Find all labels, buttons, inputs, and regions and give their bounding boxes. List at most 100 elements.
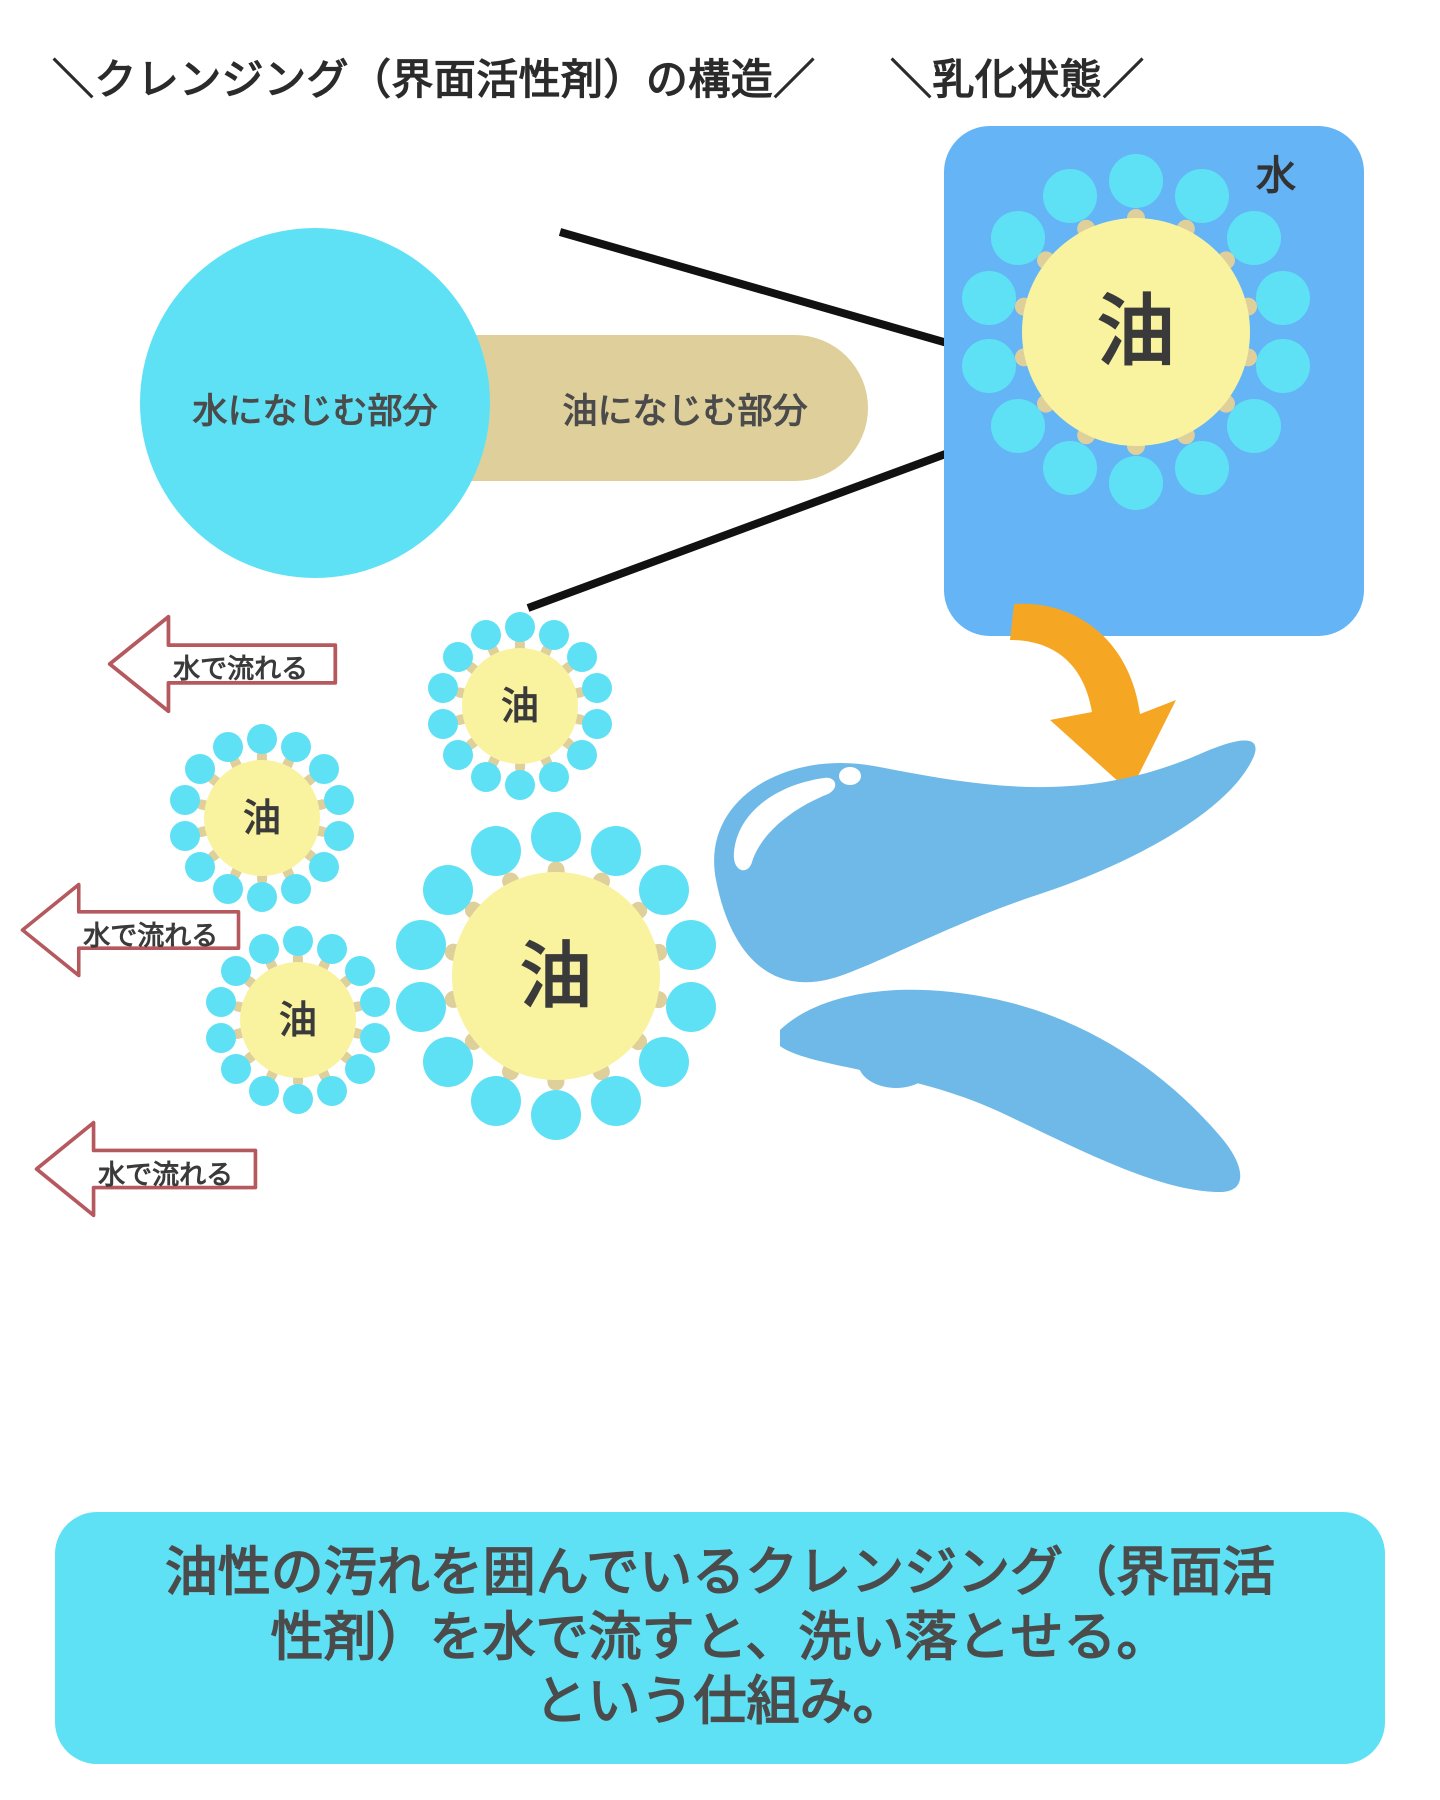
- heading-emulsion-state: ＼乳化状態／: [890, 55, 1145, 104]
- micelle-head: [1227, 210, 1282, 265]
- hydrophilic-head-shape: [140, 228, 490, 578]
- micelle-head: [566, 641, 597, 672]
- micelle-head: [566, 740, 597, 771]
- micelle-head: [308, 852, 339, 883]
- flow-arrow-3: 水で流れる: [32, 1118, 260, 1220]
- flow-arrow-2: 水で流れる: [18, 880, 243, 980]
- micelle-head: [283, 925, 313, 956]
- micelle-head: [324, 785, 355, 816]
- heading-surfactant-structure: ＼クレンジング（界面活性剤）の構造／: [52, 55, 816, 104]
- micelle-head: [505, 611, 535, 642]
- micelle-head: [221, 1054, 252, 1085]
- micelle-head: [1043, 168, 1098, 223]
- micelle-head: [990, 399, 1045, 454]
- micelle-head: [505, 770, 535, 801]
- micelle-head: [470, 619, 501, 650]
- micelle-head: [582, 673, 613, 704]
- flow-arrow-1: 水で流れる: [105, 612, 340, 716]
- micelle-head: [666, 920, 717, 971]
- micelle-head: [470, 762, 501, 793]
- micelle-head: [639, 1037, 690, 1088]
- micelle-oil-core: 油: [1022, 218, 1250, 446]
- water-label: 水: [1256, 153, 1296, 199]
- micelle-head: [1109, 153, 1163, 208]
- micelle-head: [185, 852, 216, 883]
- micelle-head: [427, 708, 458, 739]
- micelle-head: [360, 987, 391, 1018]
- micelle-head: [531, 812, 581, 863]
- micelle-oil-label: 油: [278, 998, 317, 1042]
- micelle-head: [591, 826, 642, 877]
- micelle-head: [324, 820, 355, 851]
- micelle-head: [169, 820, 200, 851]
- caption-line-2: 性剤）を水で流すと、洗い落とせる。: [270, 1606, 1170, 1668]
- flow-arrow-shape: [34, 1120, 258, 1218]
- micelle-head: [443, 641, 474, 672]
- micelle-head: [1109, 456, 1163, 511]
- micelle-head: [422, 1037, 473, 1088]
- flow-arrow-label: 水で流れる: [98, 1159, 234, 1191]
- flow-arrow-shape: [20, 882, 241, 978]
- hydrophilic-label: 水になじむ部分: [192, 392, 438, 432]
- micelle-head: [1227, 399, 1282, 454]
- micelle-head: [248, 933, 279, 964]
- micelle-head: [169, 785, 200, 816]
- micelle-head: [185, 753, 216, 784]
- micelle-head: [539, 619, 570, 650]
- micelle-head: [591, 1075, 642, 1126]
- micelle-head: [1174, 441, 1229, 496]
- micelle-head: [1174, 168, 1229, 223]
- micelle-head: [395, 981, 446, 1032]
- micelle-small-top: 油: [427, 611, 613, 801]
- micelle-head: [205, 987, 236, 1018]
- micelle-oil-label: 油: [519, 934, 592, 1018]
- micelle-head: [247, 723, 277, 754]
- micelle-head: [422, 864, 473, 915]
- micelle-head: [639, 864, 690, 915]
- micelle-head: [539, 762, 570, 793]
- micelle-head: [360, 1022, 391, 1053]
- micelle-head: [470, 1075, 521, 1126]
- micelle-large-bottom: 油: [395, 812, 717, 1140]
- micelle-head: [317, 1076, 348, 1107]
- micelle-head: [531, 1089, 581, 1140]
- summary-caption-box: 油性の汚れを囲んでいるクレンジング（界面活 性剤）を水で流すと、洗い落とせる。 …: [55, 1512, 1385, 1764]
- micelle-head: [666, 981, 717, 1032]
- micelle-head: [248, 1076, 279, 1107]
- micelle-oil-label: 油: [1096, 287, 1175, 377]
- micelle-head: [281, 731, 312, 762]
- micelle-head: [395, 920, 446, 971]
- micelle-head: [281, 874, 312, 905]
- flow-arrow-label: 水で流れる: [173, 654, 309, 686]
- micelle-head: [344, 1054, 375, 1085]
- caption-line-1: 油性の汚れを囲んでいるクレンジング（界面活: [164, 1542, 1276, 1604]
- micelle-oil-core: 油: [240, 962, 356, 1078]
- micelle-head: [1043, 441, 1098, 496]
- micelle-head: [317, 933, 348, 964]
- micelle-head: [470, 826, 521, 877]
- micelle-small-left: 油: [169, 723, 355, 913]
- micelle-head: [283, 1084, 313, 1115]
- micelle-head: [344, 955, 375, 986]
- micelle-head: [961, 338, 1016, 393]
- micelle-head: [990, 210, 1045, 265]
- micelle-head: [221, 955, 252, 986]
- micelle-oil-label: 油: [242, 796, 281, 840]
- micelle-head: [247, 882, 277, 913]
- micelle-head: [961, 271, 1016, 326]
- micelle-oil-core: 油: [462, 648, 578, 764]
- micelle-oil-label: 油: [500, 684, 539, 728]
- caption-line-3: という仕組み。: [534, 1671, 906, 1733]
- micelle-head: [205, 1022, 236, 1053]
- flow-arrow-label: 水で流れる: [83, 921, 219, 952]
- flow-arrow-shape: [107, 614, 338, 714]
- lipophilic-label: 油になじむ部分: [562, 392, 808, 432]
- micelle-head: [427, 673, 458, 704]
- orange-down-arrow-icon: [1010, 603, 1176, 792]
- micelle-head: [212, 874, 243, 905]
- water-splash-illustration: [714, 740, 1256, 1192]
- micelle-oil-core: 油: [204, 760, 320, 876]
- micelle-head: [308, 753, 339, 784]
- micelle-head: [443, 740, 474, 771]
